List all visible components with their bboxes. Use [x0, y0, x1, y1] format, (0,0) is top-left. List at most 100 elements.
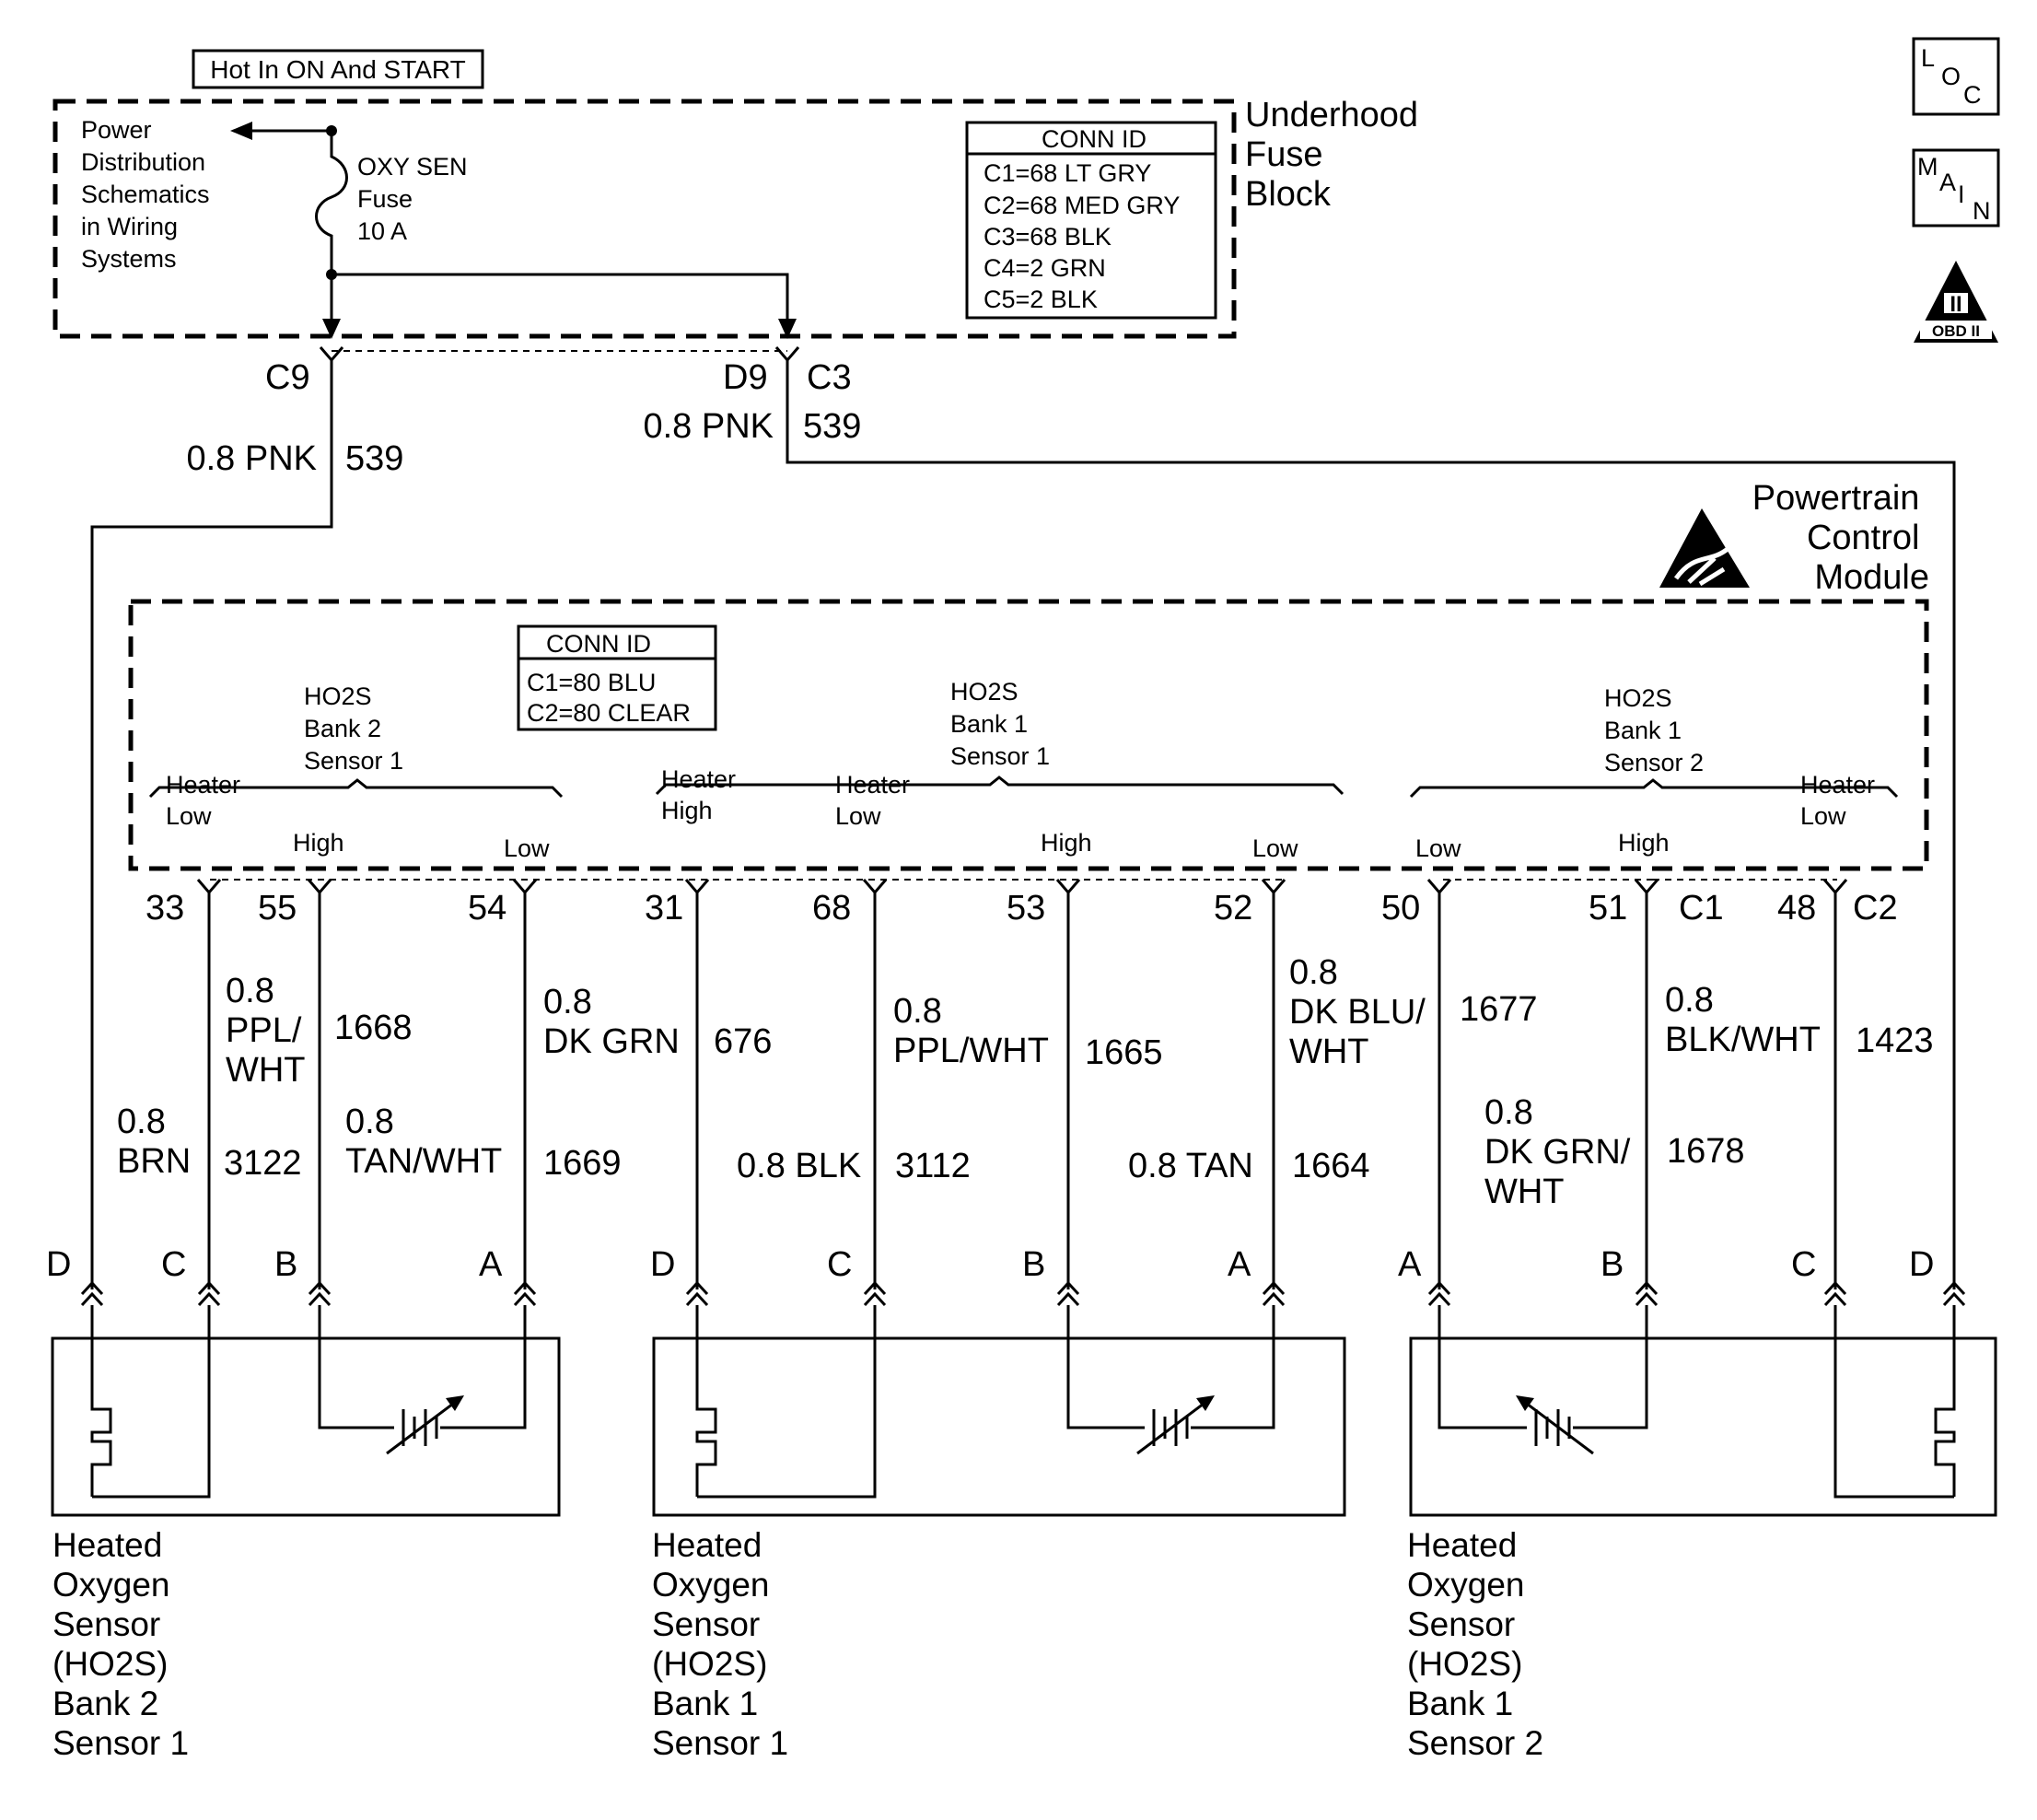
sensor-connector-chevron: [197, 1280, 221, 1307]
connector-d9-label: D9: [723, 358, 768, 397]
esd-icon-triangle: [1659, 508, 1750, 588]
wire-color-label-line: DK GRN: [543, 1022, 680, 1061]
wire-color-label-line: 0.8: [543, 983, 592, 1021]
pcm-pin-function-label: High: [1618, 829, 1670, 857]
pcm-group-brace: [148, 778, 564, 799]
sensor-pin-letter: A: [1398, 1245, 1422, 1284]
sensor-cell-icon: [1152, 1409, 1189, 1446]
sensor-caption-line: Bank 1: [1407, 1685, 1513, 1722]
fuse-output-wire: [330, 273, 789, 332]
sensor-pin-letter: A: [1228, 1245, 1251, 1284]
wire-circuit-number: 1669: [543, 1144, 622, 1183]
sensor-connector-chevron: [513, 1280, 537, 1307]
pcm-pin-number: 53: [1007, 889, 1045, 928]
obd-ii-numeral-box: [1944, 293, 1968, 313]
pcm-pin-number: 48: [1777, 889, 1816, 928]
fuse-conn-id-row: C1=68 LT GRY: [984, 159, 1151, 187]
heater-return-wire: [697, 1338, 877, 1499]
fuse-label-line: 10 A: [357, 217, 407, 245]
heater-element-icon: [1934, 1338, 1956, 1497]
sensor-connector-chevron: [308, 1280, 332, 1307]
sensor-connector-chevron: [1942, 1280, 1966, 1307]
wire-circuit-number: 1677: [1460, 990, 1538, 1029]
sensor-caption-line: (HO2S): [52, 1645, 168, 1683]
fuse-block-label-line: Fuse: [1245, 135, 1322, 174]
variable-arrow-icon: [1519, 1396, 1594, 1455]
pcm-terminal-chevron: [196, 879, 222, 895]
fuse-conn-id-row: C2=68 MED GRY: [984, 192, 1180, 219]
obd-ii-text: OBD II: [1932, 322, 1980, 340]
variable-arrow-head: [1196, 1395, 1215, 1411]
sensor-caption-line: Sensor 1: [652, 1724, 788, 1762]
pcm-pin-function-label-line: High: [1618, 829, 1670, 857]
feed-right-circuit: 539: [803, 407, 861, 446]
pcm-pin-function-label-line: Low: [1800, 802, 1846, 830]
pcm-pin-number: 52: [1214, 889, 1252, 928]
pcm-group-brace: [655, 776, 1344, 796]
heater-return-wire: [1833, 1338, 1954, 1499]
wire-color-label-line: 0.8: [1665, 981, 1714, 1020]
sensor-pin-letter: B: [1600, 1245, 1624, 1284]
sensor-pin-letter: D: [46, 1245, 71, 1284]
pcm-pin-function-label-line: High: [661, 797, 713, 824]
pcm-connector-c2-label: C2: [1853, 889, 1898, 928]
sensor-caption-line: Heated: [52, 1526, 162, 1564]
sensor-caption-line: Heated: [1407, 1526, 1517, 1564]
pcm-terminal-chevron: [862, 879, 888, 895]
loc-icon[interactable]: L O C: [1912, 37, 2000, 116]
sensor-pin-letter: C: [827, 1245, 852, 1284]
wire-color-label-line: 0.8: [1289, 953, 1338, 992]
fuse-label: OXY SEN Fuse 10 A: [357, 153, 474, 245]
sensor-pin-letter: D: [1909, 1245, 1934, 1284]
sensor-pin-letter: B: [1022, 1245, 1045, 1284]
pcm-pin-number: 31: [645, 889, 683, 928]
pcm-pin-function-label: High: [1041, 829, 1092, 857]
wire-color-label-line: PPL/: [226, 1011, 302, 1050]
wire-lines: [90, 527, 1956, 1289]
connector-c9: [319, 346, 344, 363]
hot-label: Hot In ON And START: [210, 55, 466, 84]
wire-circuit-number: 3122: [224, 1144, 302, 1183]
pcm-group-label: HO2S Bank 1 Sensor 2: [1604, 684, 1704, 776]
connector-c3-label: C3: [807, 358, 852, 397]
wire-color-label-line: TAN/WHT: [345, 1142, 502, 1181]
wire-color-label-line: DK BLU/: [1289, 993, 1426, 1032]
wire-circuit-number: 1665: [1085, 1033, 1163, 1072]
pcm-conn-id-row: C2=80 CLEAR: [527, 699, 691, 727]
main-icon-letter: N: [1973, 197, 1991, 225]
sensor-caption-line: Oxygen: [52, 1566, 170, 1604]
sensor-connector-chevron: [1635, 1280, 1659, 1307]
loc-icon-letter: L: [1921, 44, 1935, 72]
obd-ii-icon[interactable]: II OBD II: [1914, 261, 1998, 343]
main-icon[interactable]: M A I N: [1912, 148, 2000, 228]
loc-icon-letter: C: [1963, 81, 1982, 109]
sensor-connector-chevron: [1823, 1280, 1847, 1307]
wire-color-label-line: 0.8: [345, 1102, 394, 1141]
wire-color-label-line: BRN: [117, 1142, 191, 1181]
sensor-caption-line: Sensor: [52, 1605, 160, 1643]
wire-color-label-line: 0.8 TAN: [1128, 1147, 1253, 1185]
wire-circuit-number: 3112: [895, 1147, 971, 1185]
power-arrow-head: [230, 122, 252, 140]
power-distribution-reference: Power Distribution Schematics in Wiring …: [81, 116, 216, 273]
main-icon-letter: M: [1917, 153, 1938, 181]
obd-ii-text-box: [1920, 321, 1992, 339]
wire-color-label-line: WHT: [1484, 1172, 1565, 1211]
variable-arrow-head: [446, 1395, 464, 1411]
fuse-symbol: [315, 131, 348, 274]
pcm-outline: [128, 599, 1929, 871]
pcm-pin-function-label-line: Heater: [1800, 771, 1875, 799]
pcm-pin-number: 54: [468, 889, 506, 928]
sensor-internals: [90, 1338, 1956, 1499]
pcm-pin-function-label: Low: [504, 834, 550, 862]
fuse-conn-id-box: [965, 121, 1217, 320]
